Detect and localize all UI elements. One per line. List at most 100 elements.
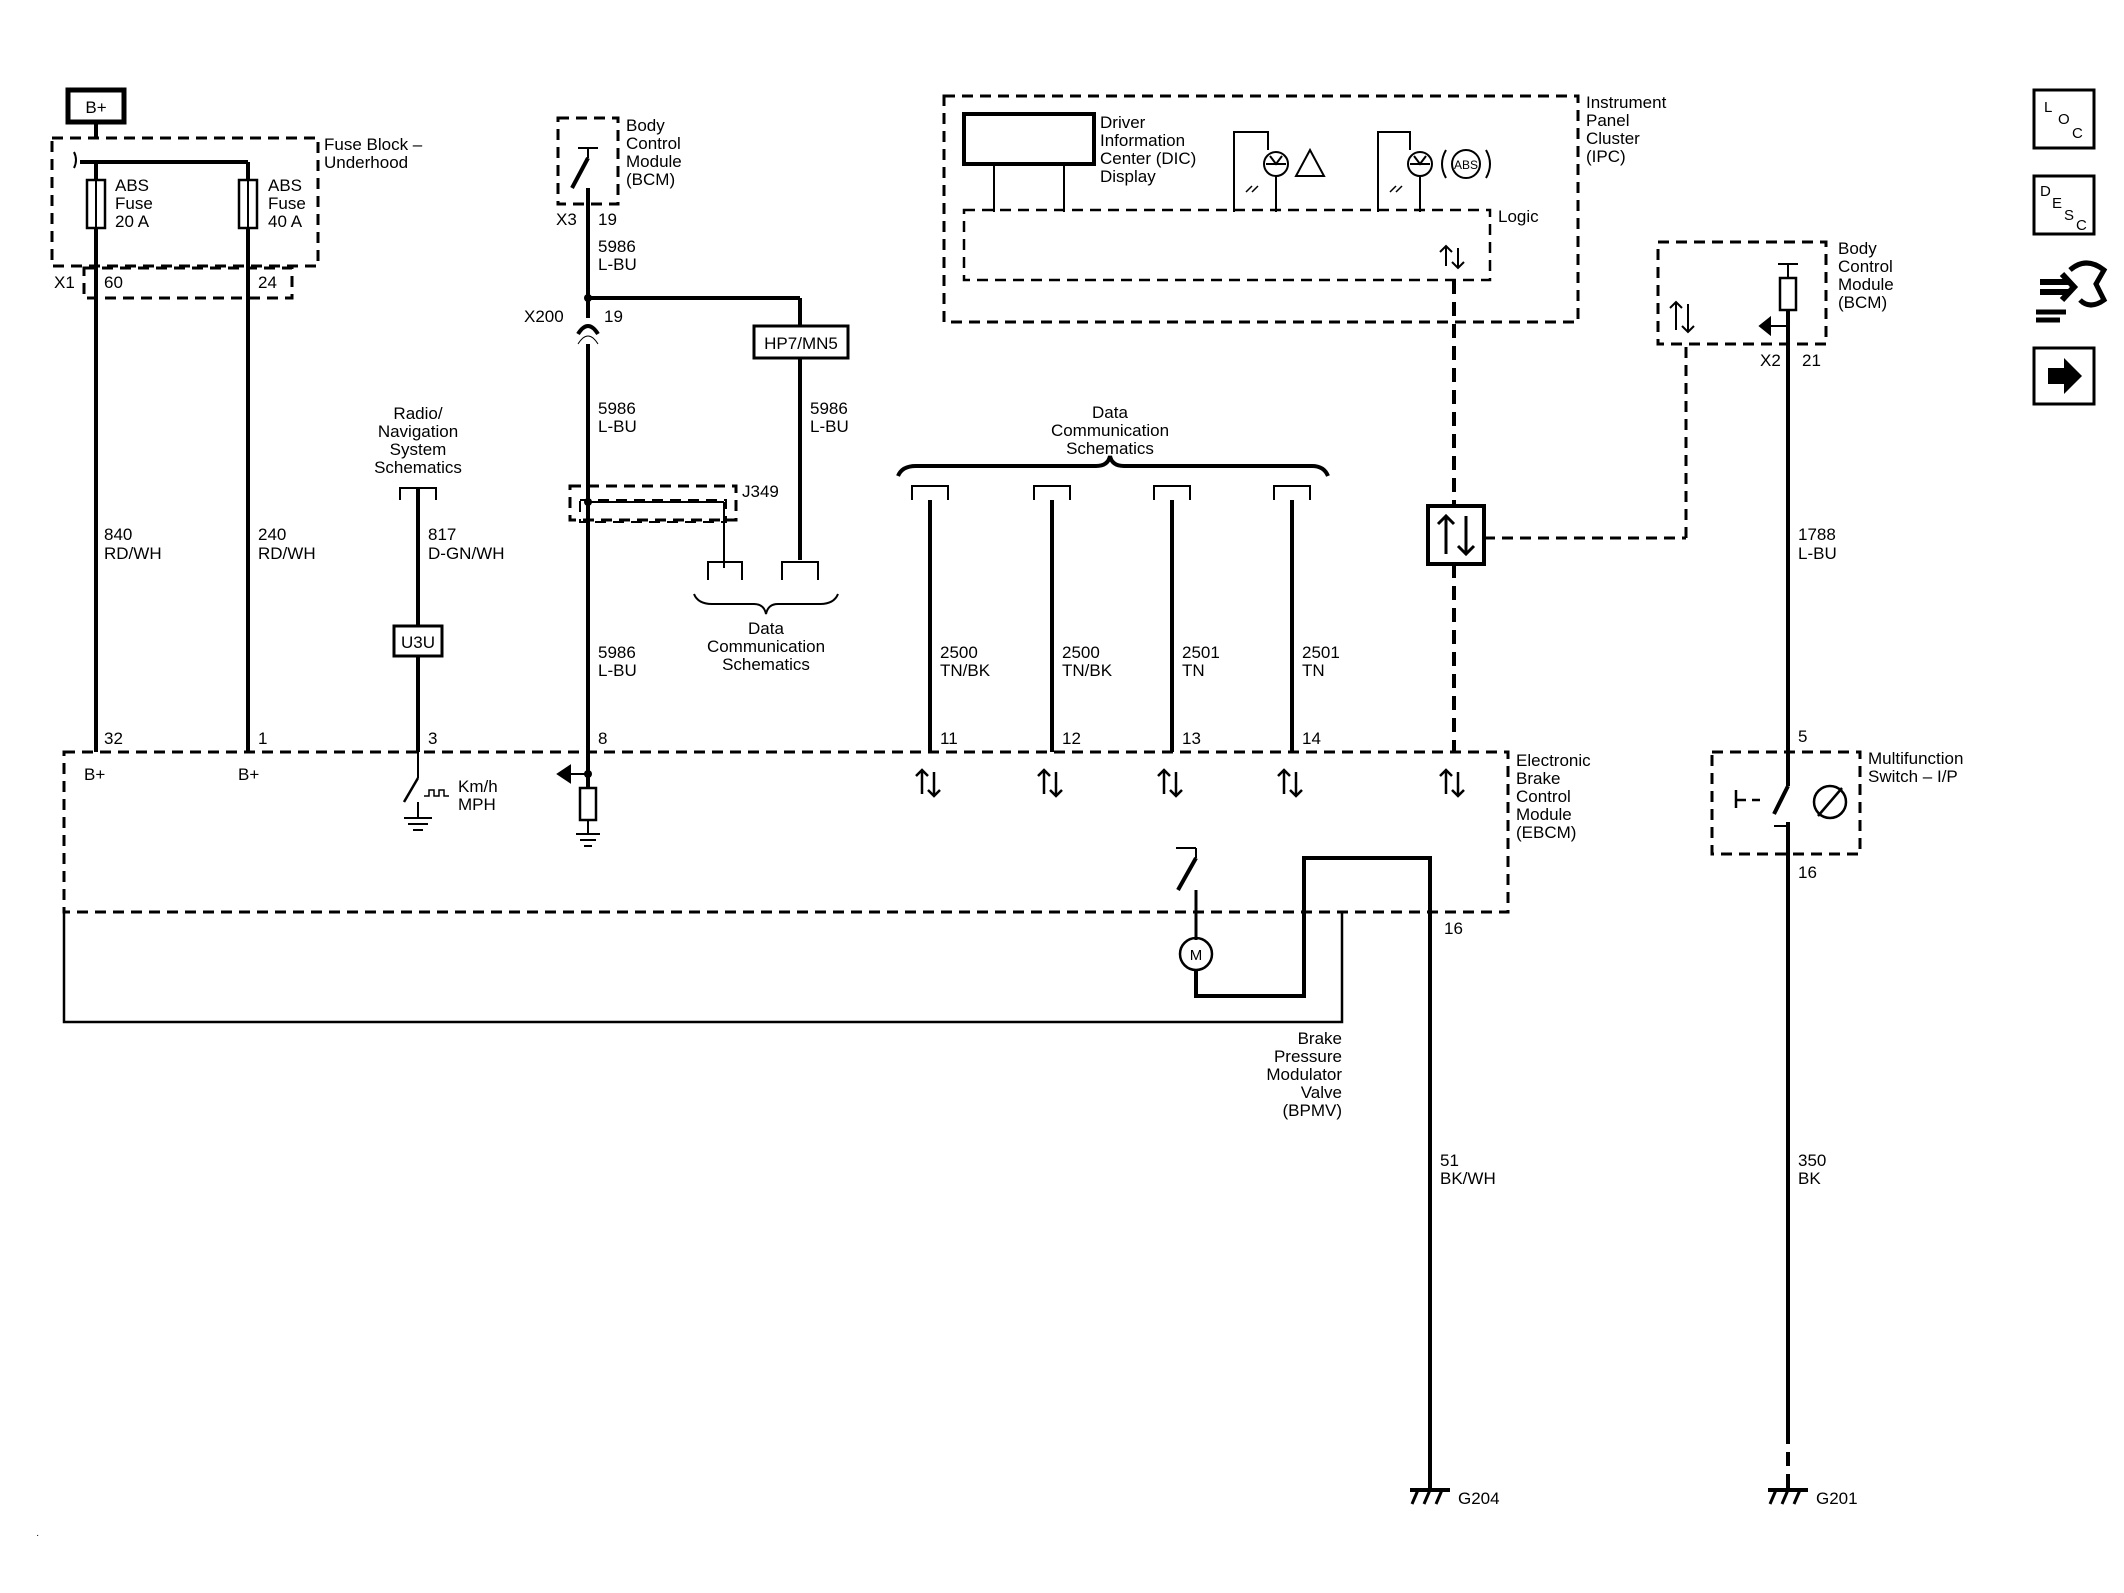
bpmv-title-5: (BPMV) xyxy=(1283,1101,1343,1120)
wire-240-color: RD/WH xyxy=(258,544,316,563)
radio-ref-2: Navigation xyxy=(378,422,458,441)
ipc-title-1: Instrument xyxy=(1586,93,1667,112)
connector-hand-icon[interactable] xyxy=(2036,260,2108,323)
wire-2500-a-color: TN/BK xyxy=(940,661,991,680)
wire-2501-a-color: TN xyxy=(1182,661,1205,680)
wire-840-num: 840 xyxy=(104,525,132,544)
arrow-right-icon[interactable] xyxy=(2032,346,2096,406)
desc-s: S xyxy=(2064,207,2074,224)
bcm-right-title-2: Control xyxy=(1838,257,1893,276)
wire-5986-c-color: L-BU xyxy=(598,417,637,436)
wire-5986-b-color: L-BU xyxy=(810,417,849,436)
fuse2-label-3: 40 A xyxy=(268,212,303,231)
wire-5986-a-num: 5986 xyxy=(598,237,636,256)
wire-350-num: 350 xyxy=(1798,1151,1826,1170)
ebcm-title-1: Electronic xyxy=(1516,751,1591,770)
data-comm-center-3: Schematics xyxy=(1066,439,1154,458)
wire-2501-b-num: 2501 xyxy=(1302,643,1340,662)
bcm-right: Body Control Module (BCM) X2 21 xyxy=(1656,239,1894,370)
bcm-top-title-3: Module xyxy=(626,152,682,171)
desc-e: E xyxy=(2052,195,2062,212)
bpmv: M Brake Pressure Modulator Valve (BPMV) xyxy=(62,856,1432,1490)
data-comm-left-3: Schematics xyxy=(722,655,810,674)
ebcm-bplus-a: B+ xyxy=(84,765,105,784)
ebcm-pin-3: 3 xyxy=(428,729,437,748)
splice-x200: X200 19 xyxy=(524,307,623,345)
ebcm-title-2: Brake xyxy=(1516,769,1560,788)
ebcm-pin-32: 32 xyxy=(104,729,123,748)
bcm-top-pin: 19 xyxy=(598,210,617,229)
ebcm-pin-16: 16 xyxy=(1444,919,1463,938)
speed-label-1: Km/h xyxy=(458,777,498,796)
dic-label-1: Driver xyxy=(1100,113,1146,132)
loc-l: L xyxy=(2044,99,2052,116)
bcm-right-pin: 21 xyxy=(1802,351,1821,370)
loc-o: O xyxy=(2058,111,2070,128)
ebcm-pin-13: 13 xyxy=(1182,729,1201,748)
bcm-right-title-4: (BCM) xyxy=(1838,293,1887,312)
loc-button[interactable]: L O C xyxy=(2032,88,2096,150)
desc-c: C xyxy=(2076,217,2087,234)
option-box-label: HP7/MN5 xyxy=(764,334,838,353)
radio-ref-1: Radio/ xyxy=(393,404,442,423)
fuse-block-title-2: Underhood xyxy=(324,153,408,172)
traction-control-icon xyxy=(1294,147,1326,177)
bcm-top-title-1: Body xyxy=(626,116,665,135)
ipc-logic-label: Logic xyxy=(1498,207,1539,226)
ground-g204-label: G204 xyxy=(1458,1489,1500,1508)
fuse2-label-1: ABS xyxy=(268,176,302,195)
wire-5986-d-color: L-BU xyxy=(598,661,637,680)
fuse1-label-2: Fuse xyxy=(115,194,153,213)
wire-5986-b-num: 5986 xyxy=(810,399,848,418)
fuse-block-pin-a: 60 xyxy=(104,273,123,292)
ground-g204: G204 xyxy=(1410,1488,1500,1508)
ebcm-pin-14: 14 xyxy=(1302,729,1321,748)
mfs-title-1: Multifunction xyxy=(1868,749,1963,768)
data-comm-center-2: Communication xyxy=(1051,421,1169,440)
dic-label-4: Display xyxy=(1100,167,1156,186)
mfs-title-2: Switch – I/P xyxy=(1868,767,1958,786)
dic-label-2: Information xyxy=(1100,131,1185,150)
wire-2500-b-num: 2500 xyxy=(1062,643,1100,662)
ebcm-pin-12: 12 xyxy=(1062,729,1081,748)
ebcm-bplus-b: B+ xyxy=(238,765,259,784)
wire-2500-b-color: TN/BK xyxy=(1062,661,1113,680)
wire-2500-a-num: 2500 xyxy=(940,643,978,662)
fuse-block-connector: X1 xyxy=(54,273,75,292)
data-comm-center-reference: Data Communication Schematics xyxy=(896,403,1330,500)
multifunction-switch: Multifunction Switch – I/P 5 16 xyxy=(1710,727,1963,882)
fuse-block: Fuse Block – Underhood ABS Fuse 20 A ABS… xyxy=(50,135,423,300)
wire-2501-a-num: 2501 xyxy=(1182,643,1220,662)
desc-d: D xyxy=(2040,183,2051,200)
ebcm-pin-1: 1 xyxy=(258,729,267,748)
wire-2501-b-color: TN xyxy=(1302,661,1325,680)
ipc-title-2: Panel xyxy=(1586,111,1629,130)
j349-label: J349 xyxy=(742,482,779,501)
ipc-title-3: Cluster xyxy=(1586,129,1640,148)
bcm-right-title-3: Module xyxy=(1838,275,1894,294)
fuse-block-title-1: Fuse Block – xyxy=(324,135,423,154)
desc-button[interactable]: D E S C xyxy=(2032,174,2096,236)
bcm-top-title-2: Control xyxy=(626,134,681,153)
wire-5986-c-num: 5986 xyxy=(598,399,636,418)
j349-splice-pack: J349 xyxy=(568,482,779,568)
wire-817-color: D-GN/WH xyxy=(428,544,504,563)
ebcm-title-5: (EBCM) xyxy=(1516,823,1576,842)
fuse1-label-3: 20 A xyxy=(115,212,150,231)
bcm-top: Body Control Module (BCM) X3 19 xyxy=(556,116,682,229)
bpmv-title-2: Pressure xyxy=(1274,1047,1342,1066)
bpmv-title-1: Brake xyxy=(1298,1029,1342,1048)
wire-350-color: BK xyxy=(1798,1169,1821,1188)
instrument-panel-cluster: Instrument Panel Cluster (IPC) Driver In… xyxy=(942,93,1667,324)
power-source: B+ xyxy=(65,87,127,138)
speed-label-2: MPH xyxy=(458,795,496,814)
dic-label-3: Center (DIC) xyxy=(1100,149,1196,168)
wire-5986-d-num: 5986 xyxy=(598,643,636,662)
page-dot: · xyxy=(36,1530,39,1541)
u3u-label: U3U xyxy=(401,633,435,652)
wire-840-color: RD/WH xyxy=(104,544,162,563)
ground-g201: G201 xyxy=(1768,1488,1858,1508)
ebcm: Electronic Brake Control Module (EBCM) 3… xyxy=(62,729,1591,940)
fuse1-label-1: ABS xyxy=(115,176,149,195)
